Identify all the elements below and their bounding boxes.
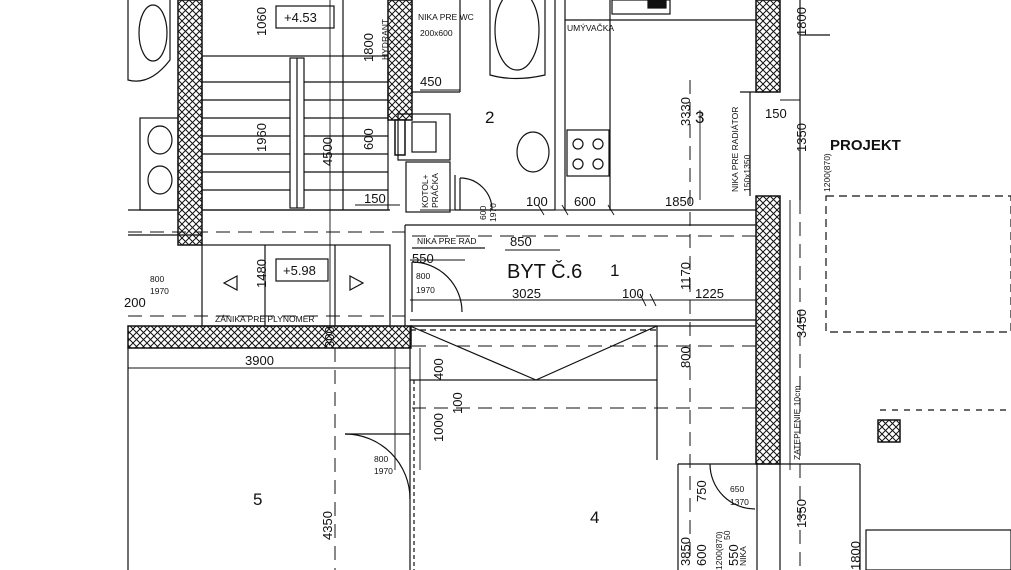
room-1: 1 [610,261,619,280]
room-4: 4 [590,508,599,527]
wall-left-stair [177,0,203,246]
dim-850: 850 [510,234,532,249]
dim-1850: 1850 [665,194,694,209]
dimension-lines [128,0,800,470]
dim-100c: 100 [450,392,465,414]
label-radiator: NIKA PRE RADIÁTOR [730,107,740,192]
label-wc: NIKA PRE WC [418,12,474,22]
label-rad-niche: NIKA PRE RAD [417,236,477,246]
level-upper: +4.53 [284,10,317,25]
dim-door-1370: 1370 [730,497,749,507]
room-numbers: 1 2 3 4 5 [253,108,704,527]
project-title: PROJEKT [830,137,901,154]
room-2: 2 [485,108,494,127]
dim-door-1970d: 1970 [374,466,393,476]
dim-1060: 1060 [254,7,269,36]
dim-600b: 600 [574,194,596,209]
dim-3025: 3025 [512,286,541,301]
wall-mid-horizontal [127,325,412,349]
dim-800c: 800 [678,346,693,368]
dim-1000: 1000 [431,413,446,442]
dim-600c: 600 [694,544,709,566]
dim-1800b: 1800 [794,7,809,36]
dim-1480: 1480 [254,259,269,288]
wall-legend-swatch [877,419,901,443]
dim-door-650: 650 [730,484,744,494]
dim-door-800d: 800 [374,454,388,464]
dim-1350b: 1350 [794,499,809,528]
dim-1200-870b: 1200(870) [714,531,724,570]
label-gas-meter: ZÁNIKA PRE PLYNOMER [215,314,315,324]
labels: NIKA PRE WC 200x600 HYDRANT UMÝVAČKA NIK… [215,12,802,566]
dim-4500: 4500 [320,137,335,166]
dim-3900: 3900 [245,353,274,368]
label-insulation: ZATEPLENIE 10cm [792,386,802,460]
dim-1225: 1225 [695,286,724,301]
label-radiator-size: 150x1350 [742,154,752,192]
apartment-title: BYT Č.6 [507,260,582,283]
wall-hydrant-lower [394,119,406,156]
dim-550b: 550 [726,544,741,566]
walls [127,0,901,465]
label-hydrant: HYDRANT [380,19,390,60]
wall-right [755,195,781,465]
dim-400: 400 [431,358,446,380]
dim-1800c: 1800 [848,541,863,570]
wall-hydrant [387,0,413,121]
dim-150b: 150 [364,191,386,206]
dim-3450: 3450 [794,309,809,338]
dimensions: 1060 1800 1800 450 3330 150 1350 1200(87… [124,7,863,570]
dim-750: 750 [694,480,709,502]
dim-1170: 1170 [678,262,693,290]
dim-door-1970b: 1970 [416,285,435,295]
dim-450: 450 [420,74,442,89]
hidden-lines [128,80,801,570]
dim-200: 200 [124,295,146,310]
dim-150a: 150 [765,106,787,121]
dim-1350a: 1350 [794,123,809,152]
label-boiler: KOTOL+ [420,174,430,208]
label-sink: UMÝVAČKA [567,23,614,33]
dim-1800a: 1800 [361,33,376,62]
dim-1200-870: 1200(870) [822,153,832,192]
dim-550: 550 [412,251,434,266]
dim-100b: 100 [622,286,644,301]
dim-door-800a: 800 [416,271,430,281]
dim-300: 300 [322,326,337,348]
wall-top-right [755,0,781,93]
dim-door-800b: 800 [150,274,164,284]
dim-4350: 4350 [320,511,335,540]
dim-600a: 600 [361,128,376,150]
dim-door-1970c: 1970 [150,286,169,296]
level-stair: +5.98 [283,263,316,278]
label-niche: NIKA [738,546,748,566]
structure-lines [127,0,1011,570]
dim-1960: 1960 [254,123,269,152]
room-3: 3 [695,108,704,127]
dim-door-1970a: 1970 [488,203,498,222]
label-washer: PRÁČKA [430,173,440,208]
dim-100a: 100 [526,194,548,209]
dim-3330: 3330 [678,97,693,126]
dim-3850: 3850 [678,537,693,566]
dim-50: 50 [722,530,732,540]
level-marks: +4.53 +5.98 [283,10,317,278]
label-wc-size: 200x600 [420,28,453,38]
dim-door-600: 600 [478,206,488,220]
room-5: 5 [253,490,262,509]
